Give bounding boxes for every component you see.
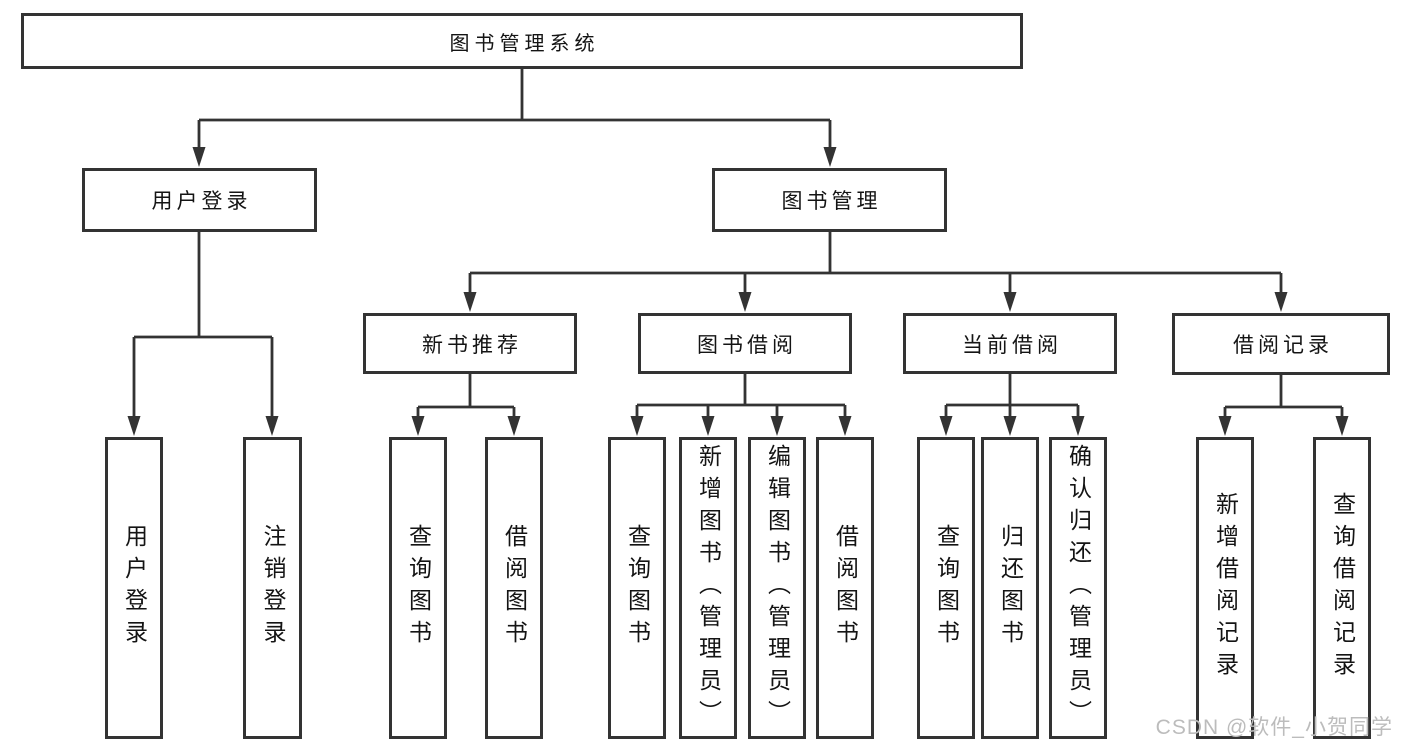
connector-current-borrow-children (939, 374, 1085, 436)
connector-book-borrow-children (630, 374, 852, 436)
node-book-borrow: 图书借阅 (638, 313, 852, 374)
leaf-borrow-books-label: 借阅图书 (832, 524, 859, 652)
connector-book-management-children (463, 232, 1288, 312)
leaf-query-books-recommend-label: 查询图书 (405, 524, 432, 652)
leaf-borrow-books-recommend: 借阅图书 (485, 437, 543, 739)
leaf-query-books-recommend: 查询图书 (389, 437, 447, 739)
leaf-query-books-current: 查询图书 (917, 437, 975, 739)
node-root-label: 图书管理系统 (449, 32, 600, 55)
leaf-user-login-label: 用户登录 (121, 524, 148, 652)
node-root: 图书管理系统 (21, 13, 1023, 69)
leaf-query-books-current-label: 查询图书 (933, 524, 960, 652)
leaf-query-books-borrow-label: 查询图书 (624, 524, 651, 652)
leaf-add-borrow-record-label: 新增借阅记录 (1212, 492, 1239, 684)
leaf-add-book-admin-label: 新增图书（管理员） (695, 444, 722, 732)
leaf-logout: 注销登录 (243, 437, 302, 739)
leaf-edit-book-admin: 编辑图书（管理员） (748, 437, 806, 739)
node-new-book-recommend: 新书推荐 (363, 313, 577, 374)
leaf-borrow-books-recommend-label: 借阅图书 (501, 524, 528, 652)
leaf-confirm-return-admin-label: 确认归还（管理员） (1065, 444, 1092, 732)
leaf-edit-book-admin-label: 编辑图书（管理员） (764, 444, 791, 732)
node-new-book-recommend-label: 新书推荐 (422, 333, 522, 357)
leaf-borrow-books: 借阅图书 (816, 437, 874, 739)
node-user-login: 用户登录 (82, 168, 317, 232)
leaf-user-login: 用户登录 (105, 437, 163, 739)
node-borrow-record: 借阅记录 (1172, 313, 1390, 375)
connector-user-login-children (127, 232, 279, 436)
leaf-return-book: 归还图书 (981, 437, 1039, 739)
connector-borrow-record-children (1218, 374, 1349, 436)
watermark: CSDN @软件_小贺同学 (1155, 716, 1393, 739)
leaf-query-borrow-record-label: 查询借阅记录 (1329, 492, 1356, 684)
node-user-login-label: 用户登录 (151, 190, 252, 213)
leaf-add-book-admin: 新增图书（管理员） (679, 437, 737, 739)
node-current-borrow-label: 当前借阅 (962, 333, 1062, 357)
leaf-add-borrow-record: 新增借阅记录 (1196, 437, 1254, 739)
node-book-management: 图书管理 (712, 168, 947, 232)
leaf-return-book-label: 归还图书 (997, 524, 1024, 652)
node-borrow-record-label: 借阅记录 (1233, 334, 1333, 357)
leaf-confirm-return-admin: 确认归还（管理员） (1049, 437, 1107, 739)
leaf-query-borrow-record: 查询借阅记录 (1313, 437, 1371, 739)
connector-new-book-recommend-children (411, 374, 521, 436)
connector-root-to-level1 (192, 69, 837, 167)
node-book-management-label: 图书管理 (781, 190, 882, 213)
node-book-borrow-label: 图书借阅 (697, 333, 797, 357)
leaf-query-books-borrow: 查询图书 (608, 437, 666, 739)
leaf-logout-label: 注销登录 (260, 524, 286, 652)
node-current-borrow: 当前借阅 (903, 313, 1117, 374)
